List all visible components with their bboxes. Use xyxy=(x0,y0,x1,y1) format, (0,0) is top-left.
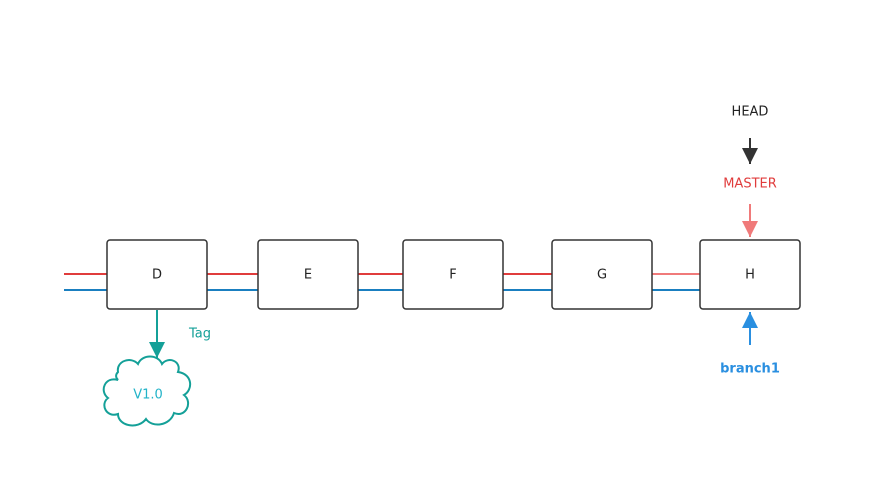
tag-label: Tag xyxy=(188,327,211,342)
master-label: MASTER xyxy=(723,177,777,192)
commit-e[interactable]: E xyxy=(257,239,359,310)
commit-h[interactable]: H xyxy=(699,239,801,310)
branch1-label: branch1 xyxy=(720,362,780,377)
tag-name: V1.0 xyxy=(133,388,163,403)
commit-g[interactable]: G xyxy=(551,239,653,310)
commit-f[interactable]: F xyxy=(402,239,504,310)
tag-cloud[interactable]: V1.0 xyxy=(102,355,192,427)
commit-f-label: F xyxy=(449,268,456,283)
commit-e-label: E xyxy=(304,268,312,283)
head-label: HEAD xyxy=(732,105,769,120)
history-lines xyxy=(64,273,700,291)
commit-d-label: D xyxy=(152,268,162,283)
cloud-shape xyxy=(102,355,192,427)
commit-g-label: G xyxy=(597,268,607,283)
commit-d[interactable]: D xyxy=(106,239,208,310)
commit-h-label: H xyxy=(745,268,755,283)
